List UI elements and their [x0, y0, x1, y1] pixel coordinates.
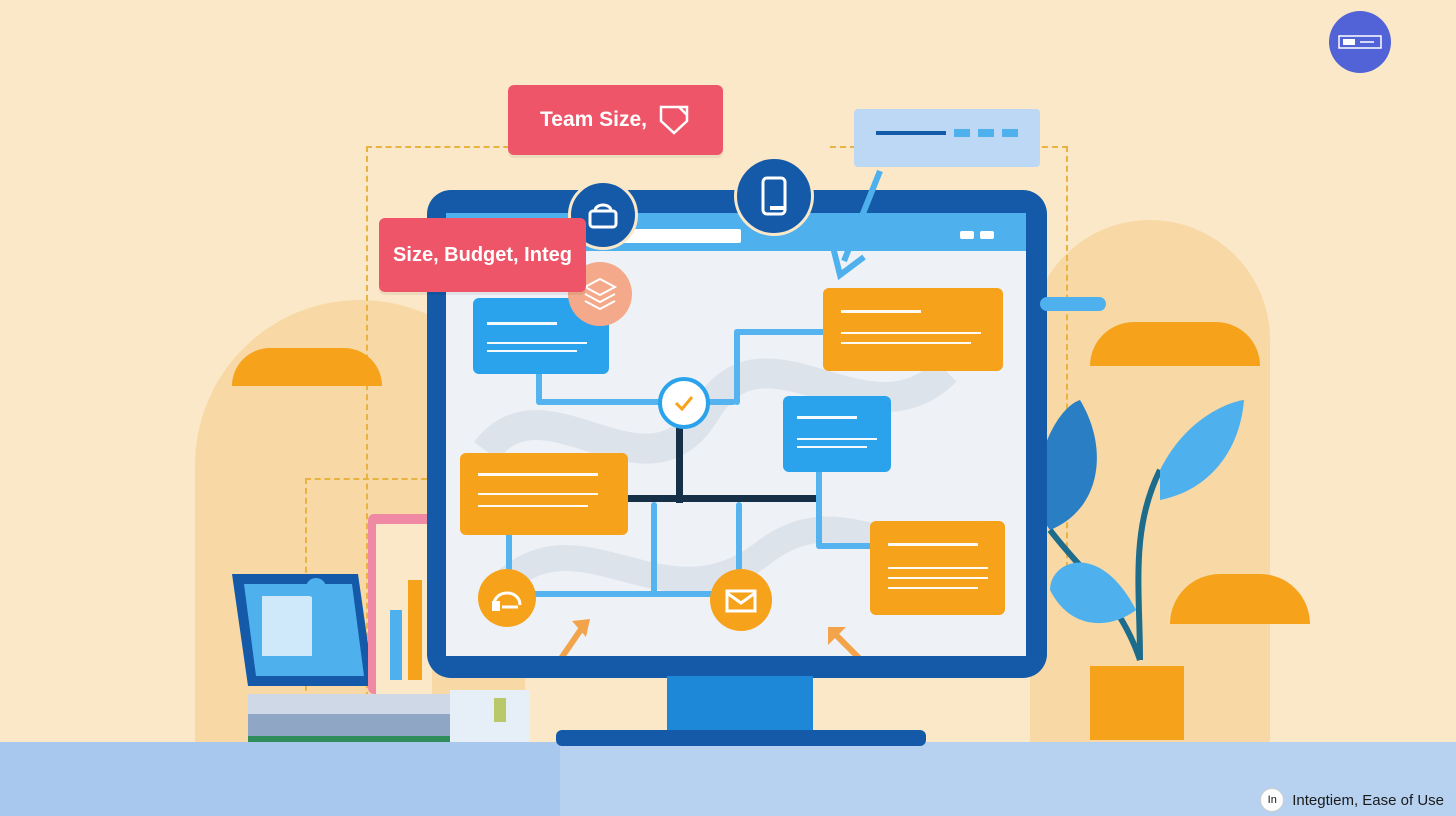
dashed-guide-left — [366, 146, 568, 708]
connector — [536, 399, 736, 405]
check-icon[interactable] — [658, 377, 710, 429]
pointer-arrow-right — [828, 627, 862, 656]
node-card[interactable] — [823, 288, 1003, 371]
connector — [736, 502, 742, 597]
cloud-right-top — [1090, 322, 1260, 366]
criteria-label: Size, Budget, Integ — [393, 243, 572, 266]
small-box — [450, 690, 530, 742]
panel-pointer-arrow — [830, 169, 883, 280]
node-card[interactable] — [783, 396, 891, 472]
tree-connector — [676, 413, 683, 503]
connector — [506, 591, 746, 597]
laptop — [228, 568, 378, 694]
window-control[interactable] — [980, 231, 994, 239]
toggle-icon[interactable] — [1329, 11, 1391, 73]
book-pile — [248, 690, 458, 742]
mail-icon[interactable] — [710, 569, 772, 631]
node-card[interactable] — [460, 453, 628, 535]
connector — [536, 363, 542, 403]
footer-caption-text: Integtiem, Ease of Use — [1292, 791, 1444, 809]
footer-badge: In — [1260, 788, 1285, 812]
headset-icon[interactable] — [478, 569, 536, 627]
side-bar-accent — [1040, 297, 1106, 311]
footer-caption: In Integtiem, Ease of Use — [1260, 788, 1444, 812]
criteria-tag: Size, Budget, Integ — [379, 218, 586, 292]
plant — [1037, 390, 1260, 740]
connector — [651, 502, 657, 597]
tree-connector — [626, 495, 818, 502]
books-stack — [368, 514, 438, 704]
pointer-arrow-left — [559, 619, 590, 656]
connector — [734, 329, 830, 335]
node-card[interactable] — [870, 521, 1005, 615]
cloud-right-bottom — [1170, 574, 1310, 624]
cloud-left — [232, 348, 382, 386]
monitor-screen — [446, 213, 1026, 656]
team-size-tag: Team Size, — [508, 85, 723, 155]
connector — [816, 543, 876, 549]
window-control[interactable] — [960, 231, 974, 239]
monitor-base — [556, 730, 926, 746]
connector — [506, 531, 512, 591]
settings-panel[interactable] — [854, 109, 1040, 167]
connector — [816, 467, 822, 547]
address-bar[interactable] — [616, 229, 741, 243]
ground-highlight — [560, 742, 1456, 816]
team-size-label: Team Size, — [540, 108, 647, 131]
tablet-icon[interactable] — [734, 156, 814, 236]
connector — [734, 329, 740, 405]
shield-icon — [659, 105, 689, 135]
